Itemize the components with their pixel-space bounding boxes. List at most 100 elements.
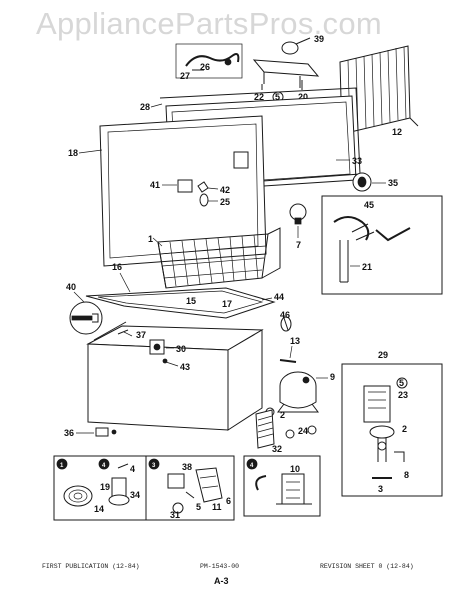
inset-box-4 <box>243 455 321 517</box>
bracket-part <box>255 473 312 505</box>
timer-part <box>167 467 223 514</box>
leader-line <box>207 187 219 190</box>
callout-22: 22 <box>254 92 264 102</box>
footer-part-number: PM-1543-00 <box>200 563 239 570</box>
callout-2b: 2 <box>402 424 407 434</box>
callout-24: 24 <box>298 426 308 436</box>
callout-5a: 5 <box>275 92 280 102</box>
callout-45: 45 <box>364 200 374 210</box>
valve-part <box>108 463 130 506</box>
callout-29: 29 <box>378 350 388 360</box>
callout-26: 26 <box>200 62 210 72</box>
control-assembly-box <box>341 363 443 497</box>
wire-basket-part <box>157 227 281 289</box>
callout-8: 8 <box>404 470 409 480</box>
callout-6: 6 <box>226 496 231 506</box>
callout-5b: 5 <box>399 378 404 388</box>
leader-line <box>78 149 103 154</box>
screw-dot <box>162 358 168 364</box>
callout-33: 33 <box>352 156 362 166</box>
callout-44: 44 <box>274 292 284 302</box>
leader-line <box>119 272 131 293</box>
callout-11: 11 <box>212 502 222 512</box>
leader-line <box>261 297 273 301</box>
leader-line <box>123 331 133 337</box>
callout-9: 9 <box>330 372 335 382</box>
callout-7: 7 <box>296 240 301 250</box>
inset-marker-3-label: 3 <box>152 463 156 469</box>
clip-part <box>280 316 292 332</box>
callout-15: 15 <box>186 296 196 306</box>
page-number: A-3 <box>214 576 229 586</box>
callout-28: 28 <box>140 102 150 112</box>
callout-5c: 5 <box>196 502 201 512</box>
callout-38: 38 <box>182 462 192 472</box>
compressor-part <box>277 371 319 413</box>
callout-12: 12 <box>392 127 402 137</box>
callout-18: 18 <box>68 148 78 158</box>
callout-35: 35 <box>388 178 398 188</box>
callout-1: 1 <box>148 234 153 244</box>
inset-marker-3 <box>148 458 160 470</box>
drain-tube-13-part <box>279 359 297 363</box>
callout-34: 34 <box>130 490 140 500</box>
control-assembly-part <box>363 385 405 479</box>
leader-line <box>152 237 163 247</box>
inset-marker-4b-label: 4 <box>250 463 254 469</box>
callout-32: 32 <box>272 444 282 454</box>
callout-25: 25 <box>220 197 230 207</box>
grille-part <box>255 409 275 449</box>
callout-10: 10 <box>290 464 300 474</box>
leader-line <box>150 103 163 108</box>
callout-13: 13 <box>290 336 300 346</box>
callout-23: 23 <box>398 390 408 400</box>
leader-line <box>165 361 179 367</box>
callout-14: 14 <box>94 504 104 514</box>
freezer-cabinet-part <box>86 321 264 431</box>
inset-marker-4-label: 4 <box>102 463 106 469</box>
footer-revision: REVISION SHEET 0 (12-84) <box>320 563 414 570</box>
watermark-text: AppliancePartsPros.com <box>36 6 382 41</box>
hinge-bracket-part <box>252 37 320 90</box>
callout-21: 21 <box>362 262 372 272</box>
callout-40: 40 <box>66 282 76 292</box>
callout-4: 4 <box>130 464 135 474</box>
tube-assembly-box <box>321 195 443 295</box>
callout-46: 46 <box>280 310 290 320</box>
callout-17: 17 <box>222 299 232 309</box>
drain-tube-part <box>333 216 411 283</box>
inset-marker-1 <box>56 458 68 470</box>
thermostat-part <box>149 339 165 355</box>
wire-harness-part <box>175 43 243 79</box>
callout-36: 36 <box>64 428 74 438</box>
inset-marker-4 <box>98 458 110 470</box>
callout-42: 42 <box>220 185 230 195</box>
callout-37: 37 <box>136 330 146 340</box>
inset-marker-1-label: 1 <box>60 463 64 469</box>
lid-assembly-part <box>99 87 361 267</box>
leader-line <box>289 345 293 359</box>
foot-part <box>95 427 117 437</box>
screw-part <box>69 301 103 335</box>
callout-19: 19 <box>100 482 110 492</box>
light-bulb-part <box>289 203 307 225</box>
callout-20: 20 <box>298 92 308 102</box>
callout-30: 30 <box>176 344 186 354</box>
callout-43: 43 <box>180 362 190 372</box>
marker-circle <box>396 377 408 389</box>
callout-3: 3 <box>378 484 383 494</box>
inset-marker-4b <box>246 458 258 470</box>
leader-line <box>73 291 85 303</box>
callout-27: 27 <box>180 71 190 81</box>
callout-39: 39 <box>314 34 324 44</box>
callout-41: 41 <box>150 180 160 190</box>
footer-first-publication: FIRST PUBLICATION (12-84) <box>42 563 140 570</box>
hose-part <box>63 485 93 507</box>
callout-31: 31 <box>170 510 180 520</box>
breaker-strip-part <box>85 287 276 319</box>
callout-2: 2 <box>280 410 285 420</box>
callout-16: 16 <box>112 262 122 272</box>
lid-knob-part <box>352 172 372 192</box>
inset-box-3 <box>145 455 235 521</box>
